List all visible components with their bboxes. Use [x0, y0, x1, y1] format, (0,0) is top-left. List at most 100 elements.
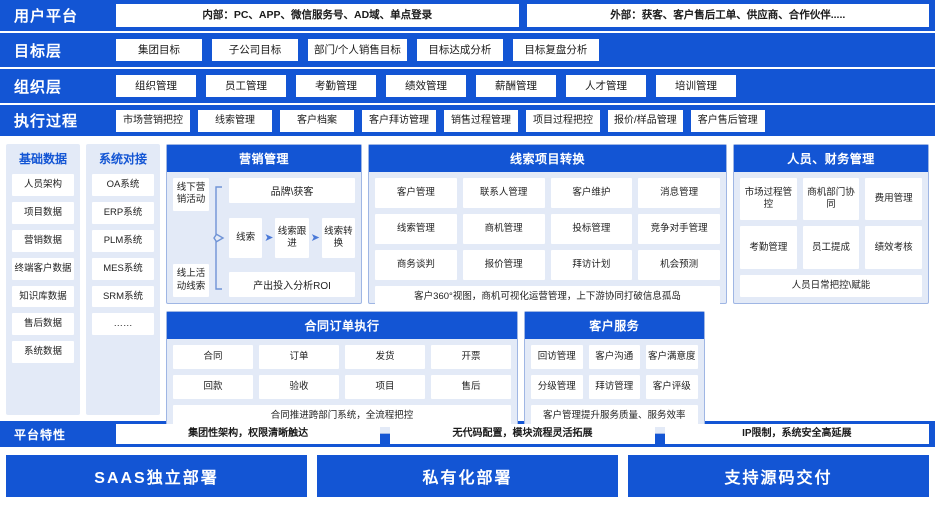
- hr-cell-employee-commission[interactable]: 员工提成: [802, 226, 860, 269]
- goal-item-subsidiary[interactable]: 子公司目标: [212, 38, 298, 62]
- panel-contract-order: 合同订单执行 合同 订单 发货 开票 回款 验收 项目 售后 合同推进跨部门系: [166, 311, 518, 435]
- column-base-data-title: 基础数据: [18, 152, 67, 166]
- hr-cell-attendance-mgmt[interactable]: 考勤管理: [740, 226, 797, 269]
- org-item-training[interactable]: 培训管理: [656, 74, 736, 98]
- contract-cell-acceptance[interactable]: 验收: [259, 375, 339, 399]
- exec-item-sales-process[interactable]: 销售过程管理: [444, 109, 518, 132]
- org-item-employee[interactable]: 员工管理: [206, 74, 286, 98]
- lead-cell-negotiation[interactable]: 商务谈判: [375, 250, 457, 280]
- service-cell-grading-mgmt[interactable]: 分级管理: [531, 375, 583, 399]
- band-user-platform-items: 内部：PC、APP、微信服务号、AD域、单点登录 外部：获客、客户售后工单、供应…: [116, 4, 929, 27]
- exec-item-visit[interactable]: 客户拜访管理: [362, 109, 436, 132]
- org-item-talent[interactable]: 人才管理: [566, 74, 646, 98]
- contract-cell-invoice[interactable]: 开票: [431, 345, 511, 369]
- feature-group-architecture[interactable]: 集团性架构，权限清晰触达: [116, 424, 381, 444]
- contract-cell-shipment[interactable]: 发货: [345, 345, 425, 369]
- deployment-source-code[interactable]: 支持源码交付: [628, 455, 929, 497]
- base-data-item-personnel[interactable]: 人员架构: [12, 174, 74, 196]
- marketing-node-followup[interactable]: 线索跟进: [275, 217, 309, 258]
- goal-item-review[interactable]: 目标复盘分析: [512, 38, 599, 62]
- base-data-item-knowledge[interactable]: 知识库数据: [12, 285, 74, 308]
- lead-cell-customer-mgmt[interactable]: 客户管理: [375, 178, 457, 208]
- column-system-integration: 系统对接 OA系统 ERP系统 PLM系统 MES系统 SRM系统 ……: [86, 144, 160, 415]
- system-item-oa[interactable]: OA系统: [92, 174, 154, 196]
- feature-ip-restriction[interactable]: IP限制，系统安全高延展: [664, 424, 929, 444]
- lead-cell-customer-maintain[interactable]: 客户维护: [550, 178, 633, 208]
- lead-cell-message-mgmt[interactable]: 消息管理: [638, 178, 720, 208]
- service-cell-visit-mgmt[interactable]: 拜访管理: [588, 375, 641, 399]
- service-cell-satisfaction[interactable]: 客户满意度: [646, 345, 698, 369]
- user-platform-external[interactable]: 外部：获客、客户售后工单、供应商、合作伙伴.....: [526, 4, 929, 27]
- lead-cell-contact-mgmt[interactable]: 联系人管理: [462, 178, 545, 208]
- contract-cell-project[interactable]: 项目: [345, 375, 425, 399]
- exec-item-quote-sample[interactable]: 报价/样品管理: [608, 109, 683, 132]
- exec-item-project-process[interactable]: 项目过程把控: [526, 109, 600, 132]
- band-org-layer: 组织层 组织管理 员工管理 考勤管理 绩效管理 薪酬管理 人才管理 培训管理: [0, 69, 935, 105]
- hr-cell-performance-review[interactable]: 绩效考核: [865, 226, 922, 269]
- band-goal-layer-label: 目标层: [14, 42, 63, 60]
- base-data-item-marketing[interactable]: 营销数据: [12, 229, 74, 252]
- system-item-mes[interactable]: MES系统: [92, 257, 154, 280]
- marketing-node-conversion[interactable]: 线索转换: [321, 217, 355, 258]
- band-goal-layer-items: 集团目标 子公司目标 部门/个人销售目标 目标达成分析 目标复盘分析: [116, 38, 929, 62]
- org-item-salary[interactable]: 薪酬管理: [476, 74, 556, 98]
- base-data-item-system[interactable]: 系统数据: [12, 341, 74, 364]
- marketing-source-offline[interactable]: 线下营销活动: [173, 178, 209, 211]
- org-item-attendance[interactable]: 考勤管理: [296, 74, 376, 98]
- base-data-item-project[interactable]: 项目数据: [12, 201, 74, 224]
- contract-cell-contract[interactable]: 合同: [173, 345, 253, 369]
- hr-cell-market-process[interactable]: 市场过程管控: [740, 178, 797, 221]
- contract-footnote: 合同推进跨部门系统，全流程把控: [173, 405, 511, 428]
- contract-cell-payment[interactable]: 回款: [173, 375, 253, 399]
- contract-cells-grid: 合同 订单 发货 开票 回款 验收 项目 售后: [173, 345, 511, 399]
- org-item-performance[interactable]: 绩效管理: [386, 74, 466, 98]
- marketing-node-lead[interactable]: 线索: [229, 217, 263, 258]
- column-system-integration-title: 系统对接: [98, 152, 147, 166]
- system-item-erp[interactable]: ERP系统: [92, 201, 154, 224]
- system-item-more[interactable]: ……: [92, 313, 154, 336]
- hr-cell-opportunity-dept[interactable]: 商机部门协同: [802, 178, 860, 221]
- hr-cell-expense-mgmt[interactable]: 费用管理: [865, 178, 922, 221]
- band-platform-features: 平台特性 集团性架构，权限清晰触达 无代码配置，模块流程灵活拓展 IP限制，系统…: [0, 419, 935, 447]
- service-cell-customer-rating[interactable]: 客户评级: [646, 375, 698, 399]
- service-cell-customer-comm[interactable]: 客户沟通: [588, 345, 641, 369]
- goal-item-achievement[interactable]: 目标达成分析: [416, 38, 503, 62]
- deployment-options: SAAS独立部署 私有化部署 支持源码交付: [0, 447, 935, 505]
- deployment-private[interactable]: 私有化部署: [317, 455, 618, 497]
- system-item-srm[interactable]: SRM系统: [92, 285, 154, 308]
- contract-cell-order[interactable]: 订单: [259, 345, 339, 369]
- panel-lead-title: 线索项目转换: [369, 145, 726, 172]
- exec-item-lead[interactable]: 线索管理: [198, 109, 272, 132]
- lead-cell-lead-mgmt[interactable]: 线索管理: [375, 214, 457, 244]
- marketing-roi[interactable]: 产出投入分析ROI: [229, 272, 355, 297]
- base-data-item-end-customer[interactable]: 终端客户数据: [12, 257, 74, 280]
- goal-item-department[interactable]: 部门/个人销售目标: [308, 38, 407, 62]
- system-item-plm[interactable]: PLM系统: [92, 229, 154, 252]
- lead-cell-bidding-mgmt[interactable]: 投标管理: [550, 214, 633, 244]
- lead-cell-quotation-mgmt[interactable]: 报价管理: [462, 250, 545, 280]
- panels-row-bottom: 合同订单执行 合同 订单 发货 开票 回款 验收 项目 售后 合同推进跨部门系: [166, 311, 929, 435]
- lead-cell-visit-plan[interactable]: 拜访计划: [550, 250, 633, 280]
- exec-item-marketing[interactable]: 市场营销把控: [116, 109, 190, 132]
- lead-cell-competitor-mgmt[interactable]: 竞争对手管理: [638, 214, 720, 244]
- panel-customer-service: 客户服务 回访管理 客户沟通 客户满意度 分级管理 拜访管理 客户评级 客户管理…: [524, 311, 705, 435]
- exec-item-customer-file[interactable]: 客户档案: [280, 109, 354, 132]
- lead-cell-opportunity-forecast[interactable]: 机会预测: [638, 250, 720, 280]
- band-exec-process-items: 市场营销把控 线索管理 客户档案 客户拜访管理 销售过程管理 项目过程把控 报价…: [116, 109, 929, 132]
- hr-footnote: 人员日常把控\赋能: [740, 274, 922, 297]
- marketing-source-online[interactable]: 线上活动线索: [173, 264, 209, 297]
- base-data-item-aftersales[interactable]: 售后数据: [12, 313, 74, 336]
- org-item-organization[interactable]: 组织管理: [116, 74, 196, 98]
- goal-item-group[interactable]: 集团目标: [116, 38, 202, 62]
- panels-stack: 营销管理 线下营销活动 线上活动线索: [166, 144, 929, 435]
- marketing-brand-acquisition[interactable]: 品牌\获客: [229, 178, 355, 203]
- contract-cell-aftersales[interactable]: 售后: [431, 375, 511, 399]
- band-user-platform: 用户平台 内部：PC、APP、微信服务号、AD域、单点登录 外部：获客、客户售后…: [0, 0, 935, 33]
- exec-item-aftersales[interactable]: 客户售后管理: [690, 109, 765, 132]
- column-base-data: 基础数据 人员架构 项目数据 营销数据 终端客户数据 知识库数据 售后数据 系统…: [6, 144, 80, 415]
- service-cell-revisit-mgmt[interactable]: 回访管理: [531, 345, 583, 369]
- feature-no-code-config[interactable]: 无代码配置，模块流程灵活拓展: [390, 424, 655, 444]
- deployment-saas[interactable]: SAAS独立部署: [6, 455, 307, 497]
- lead-cell-opportunity-mgmt[interactable]: 商机管理: [462, 214, 545, 244]
- user-platform-internal[interactable]: 内部：PC、APP、微信服务号、AD域、单点登录: [116, 4, 519, 27]
